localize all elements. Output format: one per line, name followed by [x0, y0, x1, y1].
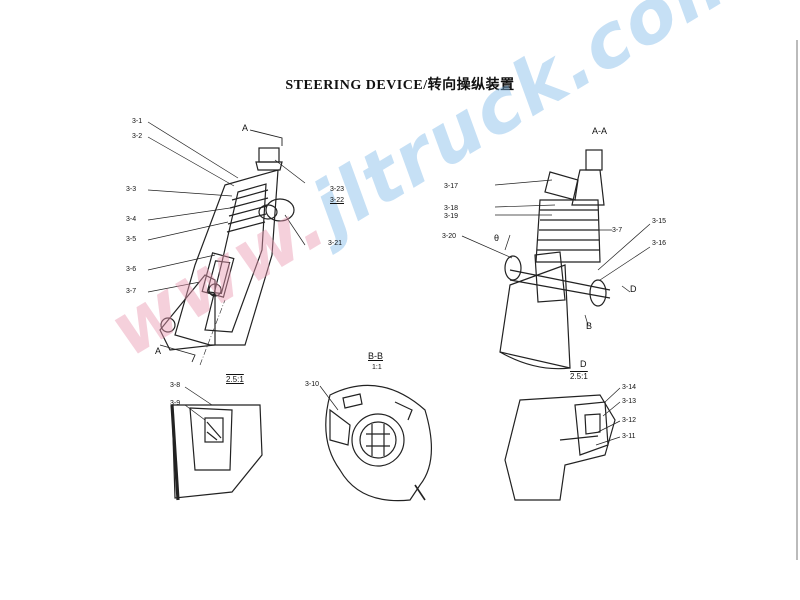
label-3-6: 3-6	[126, 266, 137, 273]
label-3-13: 3-13	[622, 398, 637, 405]
mark-b: B	[586, 321, 593, 331]
detail-d-view	[504, 387, 621, 501]
mark-theta: θ	[494, 233, 500, 243]
section-mark-a-bottom: A	[155, 346, 162, 356]
label-3-9: 3-9	[170, 400, 181, 407]
label-3-5: 3-5	[126, 236, 137, 243]
label-3-19: 3-19	[444, 213, 459, 220]
label-3-2: 3-2	[132, 133, 143, 140]
label-3-12: 3-12	[622, 417, 637, 424]
label-3-20: 3-20	[442, 233, 457, 240]
section-mark-a-top: A	[242, 123, 249, 133]
aa-view-column	[461, 149, 651, 370]
label-3-18: 3-18	[444, 205, 459, 212]
section-bb-scale: 1:1	[372, 364, 382, 371]
detail-d-scale: 2.5:1	[570, 372, 588, 381]
section-bb-view	[319, 384, 432, 502]
section-bb-title: B-B	[368, 351, 384, 361]
page-title: STEERING DEVICE/转向操纵装置	[285, 78, 515, 93]
label-3-23: 3-23	[330, 186, 345, 193]
label-3-10: 3-10	[305, 381, 320, 388]
label-3-3: 3-3	[126, 186, 137, 193]
label-3-16: 3-16	[652, 240, 667, 247]
detail-d-title: D	[580, 359, 587, 369]
section-aa-title: A-A	[592, 126, 608, 136]
detail-2-5-view	[170, 386, 263, 501]
mark-d: D	[630, 284, 637, 294]
label-3-11: 3-11	[622, 433, 636, 440]
label-3-1: 3-1	[132, 118, 143, 125]
detail-scale: 2.5:1	[226, 375, 244, 384]
label-3-7: 3-7	[126, 288, 137, 295]
main-view-column	[147, 121, 306, 366]
label-3-15: 3-15	[652, 218, 667, 225]
label-3-22: 3-22	[330, 197, 345, 204]
label-aa-3-7: 3-7	[612, 227, 623, 234]
label-3-14: 3-14	[622, 384, 637, 391]
label-3-4: 3-4	[126, 216, 137, 223]
label-3-17: 3-17	[444, 183, 459, 190]
label-3-21: 3-21	[328, 240, 343, 247]
label-3-8: 3-8	[170, 382, 181, 389]
